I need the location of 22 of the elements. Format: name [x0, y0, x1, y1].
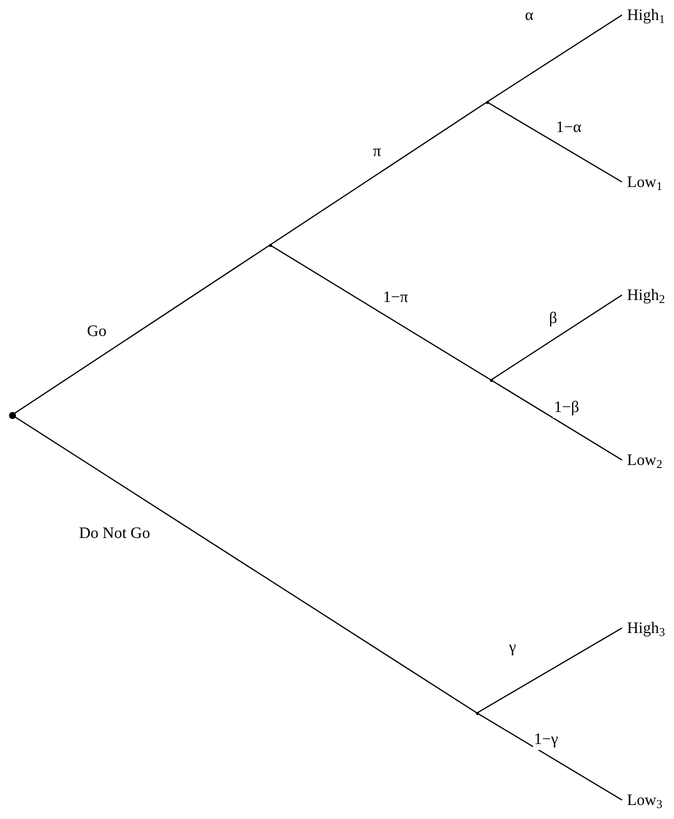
branch-line	[490, 294, 622, 380]
branch-point	[268, 244, 272, 246]
branch-point	[486, 100, 488, 104]
branch-line	[476, 627, 622, 714]
outcome-label: Low$_{3}$	[627, 792, 662, 809]
branch-line	[270, 102, 488, 246]
branch-line	[486, 101, 622, 183]
outcome-label: Low$_{1}$	[627, 174, 662, 191]
outcome-label: High$_{3}$	[627, 620, 665, 637]
branch-line	[476, 712, 622, 801]
edge-label: β	[548, 309, 558, 329]
outcome-label: High$_{1}$	[627, 7, 665, 24]
branch-line	[14, 416, 478, 714]
branch-point	[476, 712, 478, 714]
edge-label: 1−β	[553, 398, 580, 418]
branch-point	[490, 378, 492, 382]
outcome-label: High$_{2}$	[627, 287, 665, 304]
branch-line	[14, 244, 270, 414]
branch-line	[486, 14, 622, 102]
outcome-label: Low$_{2}$	[627, 452, 662, 469]
branch-line	[490, 379, 622, 461]
branch-line	[270, 244, 492, 381]
